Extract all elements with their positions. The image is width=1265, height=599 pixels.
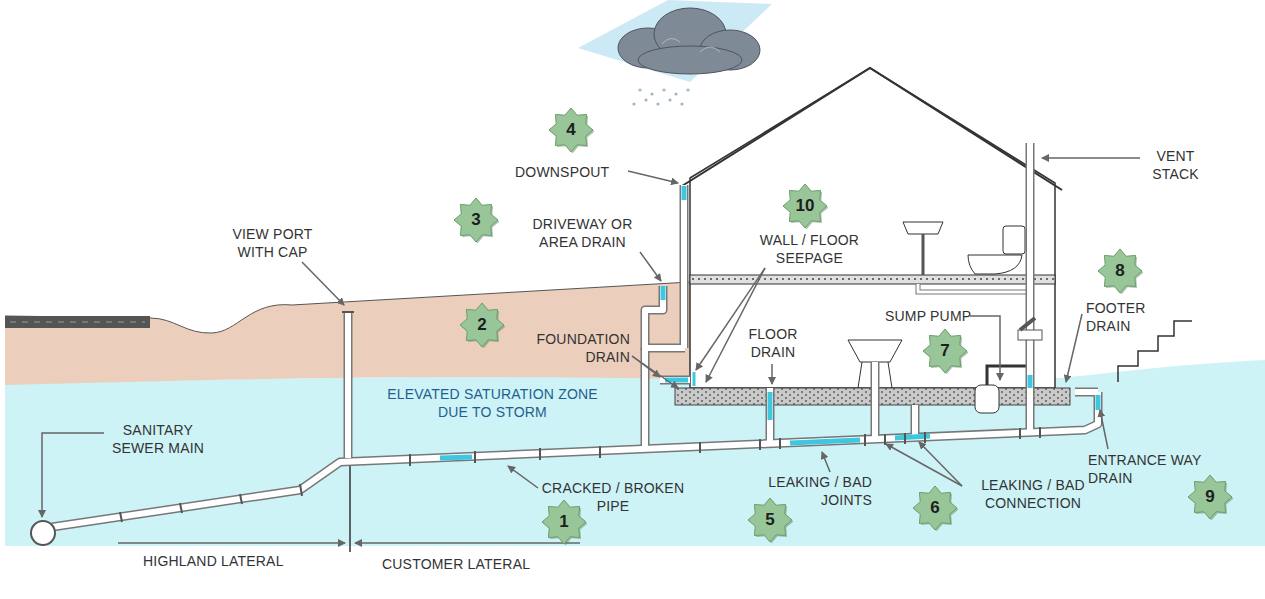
callout-number: 5 bbox=[747, 497, 793, 543]
callout-star: 10 bbox=[782, 183, 828, 229]
callout-number: 9 bbox=[1187, 474, 1233, 520]
callout-star: 7 bbox=[922, 328, 968, 374]
callout-number: 3 bbox=[453, 197, 499, 243]
callout-number: 1 bbox=[541, 499, 587, 545]
callout-number: 2 bbox=[459, 302, 505, 348]
part-label: VIEW PORT WITH CAP bbox=[220, 226, 325, 262]
part-label: DOWNSPOUT bbox=[515, 164, 635, 182]
callout-star: 4 bbox=[548, 107, 594, 153]
callout-star: 3 bbox=[453, 197, 499, 243]
part-label: HIGHLAND LATERAL bbox=[143, 553, 343, 571]
callout-number: 4 bbox=[548, 107, 594, 153]
part-label: FOUNDATION DRAIN bbox=[512, 331, 630, 367]
callout-star: 9 bbox=[1187, 474, 1233, 520]
part-label: CUSTOMER LATERAL bbox=[382, 556, 582, 574]
part-label: FOOTER DRAIN bbox=[1086, 300, 1161, 336]
part-label: CRACKED / BROKEN PIPE bbox=[528, 480, 698, 516]
part-label: LEAKING / BAD CONNECTION bbox=[968, 477, 1098, 513]
callout-number: 6 bbox=[912, 485, 958, 531]
part-label: ENTRANCE WAY DRAIN bbox=[1088, 452, 1223, 488]
part-label: ELEVATED SATURATION ZONE DUE TO STORM bbox=[385, 386, 600, 422]
part-label: VENT STACK bbox=[1143, 148, 1208, 184]
callout-star: 1 bbox=[541, 499, 587, 545]
callout-star: 8 bbox=[1097, 248, 1143, 294]
part-label: FLOOR DRAIN bbox=[738, 326, 808, 362]
callout-number: 8 bbox=[1097, 248, 1143, 294]
part-label: DRIVEWAY OR AREA DRAIN bbox=[520, 216, 645, 252]
callout-number: 10 bbox=[782, 183, 828, 229]
part-label: WALL / FLOOR SEEPAGE bbox=[742, 232, 877, 268]
callout-star: 5 bbox=[747, 497, 793, 543]
part-label: SANITARY SEWER MAIN bbox=[108, 422, 208, 458]
callout-number: 7 bbox=[922, 328, 968, 374]
callout-star: 6 bbox=[912, 485, 958, 531]
part-label: SUMP PUMP bbox=[885, 308, 990, 326]
part-label: LEAKING / BAD JOINTS bbox=[742, 474, 872, 510]
callout-star: 2 bbox=[459, 302, 505, 348]
